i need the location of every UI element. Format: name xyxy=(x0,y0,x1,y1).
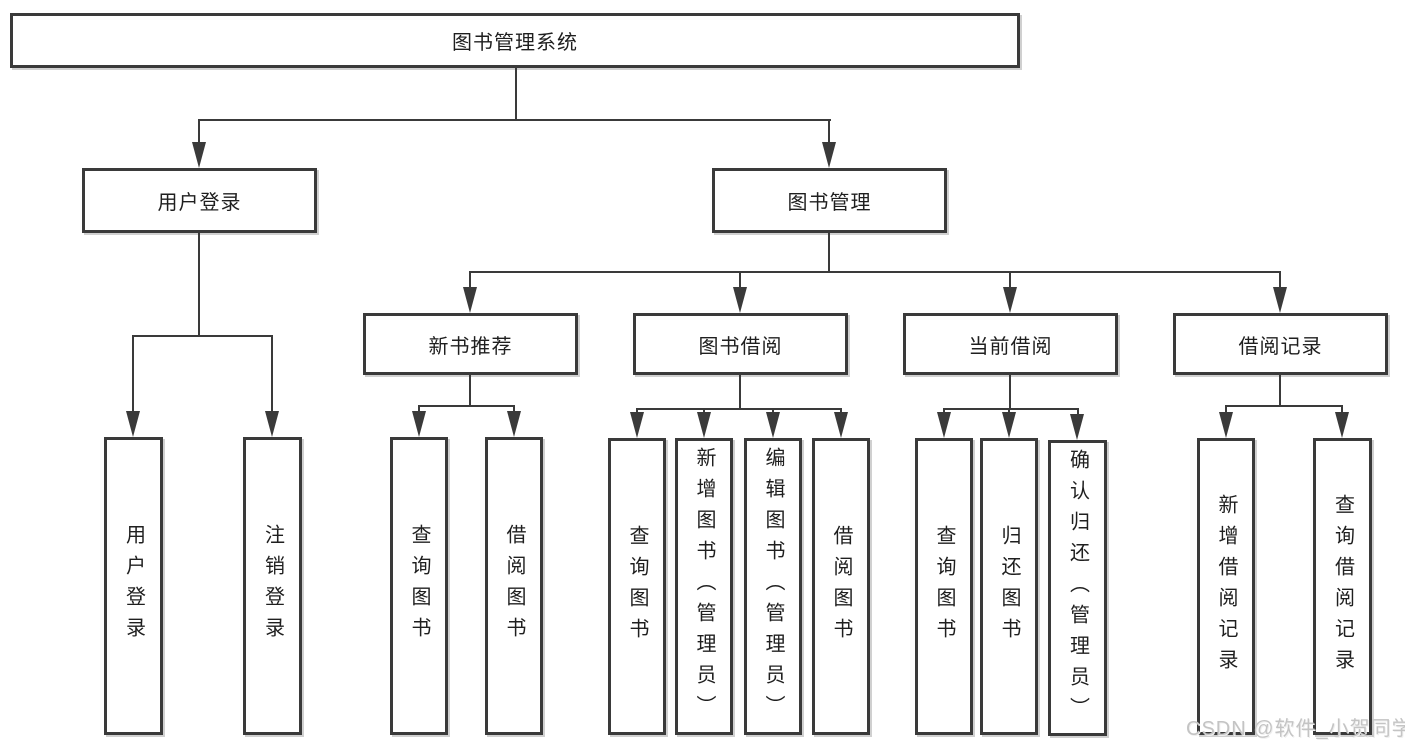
connector-line xyxy=(739,375,741,408)
connector-line xyxy=(1008,408,1010,414)
connector-line xyxy=(828,119,830,145)
leaf-borrow-books: 借阅图书 xyxy=(812,438,870,735)
connector-line xyxy=(198,119,200,145)
leaf-return-books: 归还图书 xyxy=(980,438,1038,735)
node-current-borrowing: 当前借阅 xyxy=(903,313,1118,375)
arrow-down-icon xyxy=(766,412,780,438)
leaf-query-books-borrowing: 查询图书 xyxy=(608,438,666,735)
arrow-down-icon xyxy=(1273,287,1287,313)
arrow-down-icon xyxy=(192,142,206,168)
leaf-query-borrow-record: 查询借阅记录 xyxy=(1313,438,1372,735)
connector-line xyxy=(772,408,774,414)
connector-line xyxy=(1009,375,1011,408)
arrow-down-icon xyxy=(1070,414,1084,440)
connector-line xyxy=(636,408,638,414)
arrow-down-icon xyxy=(1002,412,1016,438)
connector-line xyxy=(271,335,273,415)
leaf-confirm-return-admin: 确认归还（管理员） xyxy=(1048,440,1107,736)
connector-line xyxy=(1341,405,1343,414)
connector-line xyxy=(469,375,471,405)
node-book-borrowing: 图书借阅 xyxy=(633,313,848,375)
arrow-down-icon xyxy=(733,287,747,313)
connector-line xyxy=(943,408,1079,410)
arrow-down-icon xyxy=(507,411,521,437)
connector-line xyxy=(132,335,134,415)
arrow-down-icon xyxy=(265,411,279,437)
node-borrowing-records: 借阅记录 xyxy=(1173,313,1388,375)
connector-line xyxy=(418,405,420,414)
leaf-user-login: 用户登录 xyxy=(104,437,163,735)
connector-line xyxy=(198,233,200,335)
connector-line xyxy=(703,408,705,414)
connector-line xyxy=(636,408,842,410)
arrow-down-icon xyxy=(463,287,477,313)
node-user-login: 用户登录 xyxy=(82,168,317,233)
arrow-down-icon xyxy=(126,411,140,437)
connector-line xyxy=(739,271,741,290)
node-new-book-recommend: 新书推荐 xyxy=(363,313,578,375)
leaf-add-books-admin: 新增图书（管理员） xyxy=(675,438,733,735)
leaf-edit-books-admin: 编辑图书（管理员） xyxy=(744,438,802,735)
connector-line xyxy=(1225,405,1343,407)
arrow-down-icon xyxy=(412,411,426,437)
connector-line xyxy=(943,408,945,414)
leaf-logout: 注销登录 xyxy=(243,437,302,735)
arrow-down-icon xyxy=(1219,412,1233,438)
arrow-down-icon xyxy=(1003,287,1017,313)
connector-line xyxy=(418,405,515,407)
connector-line xyxy=(513,405,515,414)
arrow-down-icon xyxy=(1335,412,1349,438)
arrow-down-icon xyxy=(822,142,836,168)
connector-line xyxy=(1225,405,1227,414)
leaf-add-borrow-record: 新增借阅记录 xyxy=(1197,438,1255,735)
node-book-management: 图书管理 xyxy=(712,168,947,233)
connector-line xyxy=(515,68,517,120)
connector-line xyxy=(469,271,471,290)
connector-line xyxy=(1009,271,1011,290)
arrow-down-icon xyxy=(630,412,644,438)
connector-line xyxy=(840,408,842,414)
watermark: CSDN @软件_小贺同学 xyxy=(1186,718,1405,740)
connector-line xyxy=(1279,375,1281,405)
leaf-query-books-current: 查询图书 xyxy=(915,438,973,735)
connector-line xyxy=(469,271,1281,273)
connector-line xyxy=(198,119,831,121)
arrow-down-icon xyxy=(697,412,711,438)
leaf-query-books-recommend: 查询图书 xyxy=(390,437,448,735)
connector-line xyxy=(1279,271,1281,290)
node-library-system-root: 图书管理系统 xyxy=(10,13,1020,68)
connector-line xyxy=(828,233,830,271)
arrow-down-icon xyxy=(937,412,951,438)
connector-line xyxy=(1077,408,1079,416)
arrow-down-icon xyxy=(834,412,848,438)
connector-line xyxy=(132,335,273,337)
leaf-borrow-books-recommend: 借阅图书 xyxy=(485,437,543,735)
